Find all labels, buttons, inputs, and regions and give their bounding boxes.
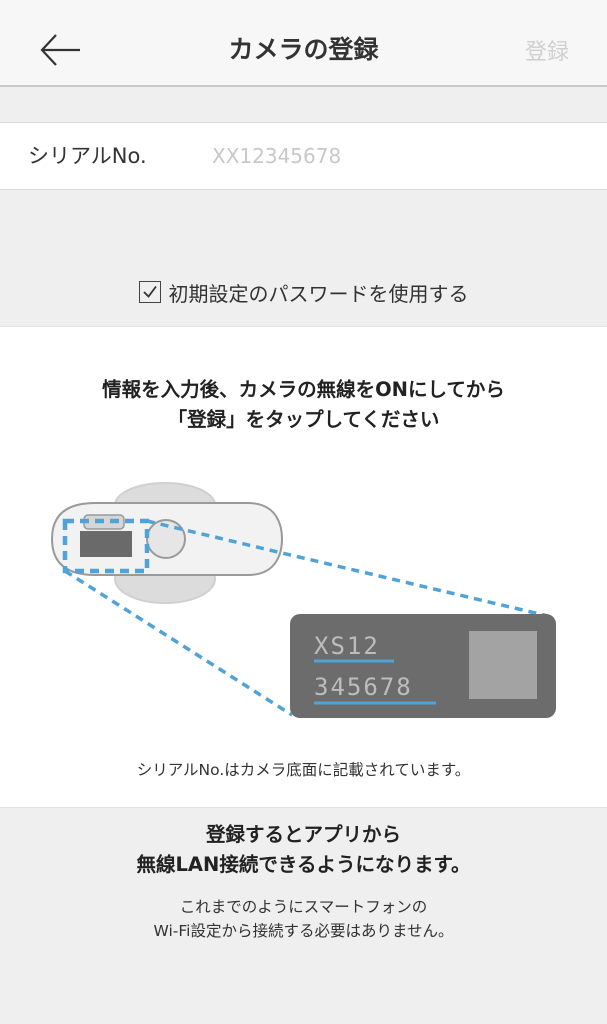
back-button[interactable] [40, 30, 84, 70]
serial-sticker-small [80, 531, 132, 557]
instruction-line-1: 情報を入力後、カメラの無線をONにしてから [102, 378, 505, 401]
serial-qr-square [469, 631, 537, 699]
default-password-option[interactable]: 初期設定のパスワードを使用する [0, 276, 607, 308]
default-password-label: 初期設定のパスワードを使用する [168, 281, 469, 306]
benefit-description-line-2: Wi-Fi設定から接続する必要はありません。 [153, 922, 454, 940]
zoom-line-bottom [64, 569, 293, 717]
instruction-text: 情報を入力後、カメラの無線をONにしてから 「登録」をタップしてください [0, 375, 607, 435]
info-panel: 情報を入力後、カメラの無線をONにしてから 「登録」をタップしてください XS1… [0, 326, 607, 808]
navigation-bar: カメラの登録 登録 [0, 0, 607, 87]
highlight-box [62, 518, 150, 574]
illustration-serial-line-1: XS12 [314, 632, 380, 660]
arrow-left-icon [40, 34, 80, 66]
register-button[interactable]: 登録 [524, 40, 569, 65]
illustration-serial-line-2: 345678 [314, 673, 413, 701]
benefit-description: これまでのようにスマートフォンの Wi-Fi設定から接続する必要はありません。 [0, 895, 607, 943]
serial-location-note: シリアルNo.はカメラ底面に記載されています。 [136, 761, 471, 779]
benefit-heading-line-1: 登録するとアプリから [205, 823, 401, 846]
serial-number-label: シリアルNo. [28, 144, 147, 168]
benefit-heading: 登録するとアプリから 無線LAN接続できるようになります。 [0, 820, 607, 880]
page-title: カメラの登録 [228, 35, 379, 64]
serial-number-row: シリアルNo. [0, 122, 607, 190]
instruction-line-2: 「登録」をタップしてください [167, 408, 440, 431]
checkbox-checked-icon[interactable] [138, 281, 161, 303]
serial-number-input[interactable] [208, 135, 586, 177]
camera-bottom-illustration: XS12 345678 [50, 482, 556, 718]
benefit-description-line-1: これまでのようにスマートフォンの [179, 898, 428, 916]
benefit-heading-line-2: 無線LAN接続できるようになります。 [136, 853, 471, 876]
zoom-line-top [146, 519, 549, 618]
